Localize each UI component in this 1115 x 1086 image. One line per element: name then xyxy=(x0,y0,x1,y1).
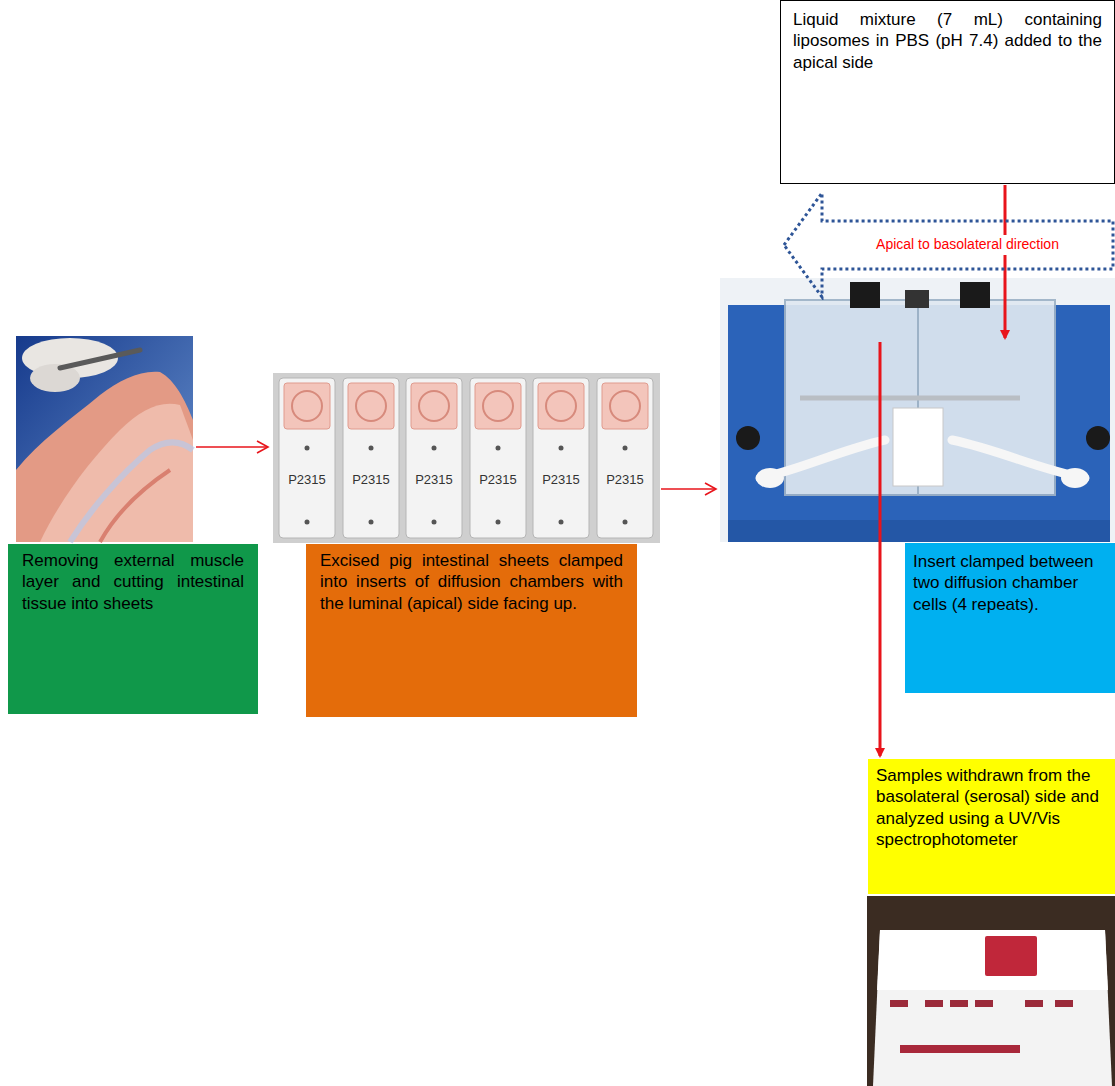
insert-label: P2315 xyxy=(597,472,653,487)
direction-label: Apical to basolateral direction xyxy=(873,235,1062,255)
step-box: Excised pig intestinal sheets clamped in… xyxy=(306,544,637,717)
step-text: Excised pig intestinal sheets clamped in… xyxy=(320,550,623,614)
insert-label: P2315 xyxy=(279,472,335,487)
flow-arrows xyxy=(196,185,1005,756)
intestine-photo xyxy=(16,336,193,542)
step-text: Removing external muscle layer and cutti… xyxy=(22,550,244,614)
step-box: Samples withdrawn from the basolateral (… xyxy=(868,759,1115,894)
diffusion-chamber-photo xyxy=(720,278,1115,542)
step-text: Liquid mixture (7 mL) containing liposom… xyxy=(793,9,1102,73)
spectrophotometer-photo xyxy=(867,896,1115,1086)
step-text: Samples withdrawn from the basolateral (… xyxy=(876,765,1107,850)
step-box: Removing external muscle layer and cutti… xyxy=(8,544,258,714)
insert-label: P2315 xyxy=(533,472,589,487)
insert-label: P2315 xyxy=(470,472,526,487)
insert-label: P2315 xyxy=(343,472,399,487)
step-box: Insert clamped between two diffusion cha… xyxy=(905,543,1115,693)
direction-arrow: Apical to basolateral direction xyxy=(782,190,1115,300)
step-text: Insert clamped between two diffusion cha… xyxy=(913,551,1105,615)
insert-label: P2315 xyxy=(406,472,462,487)
note-box: Liquid mixture (7 mL) containing liposom… xyxy=(780,0,1115,184)
inserts-photo xyxy=(273,373,660,543)
dotted-arrow-path xyxy=(784,193,1113,297)
